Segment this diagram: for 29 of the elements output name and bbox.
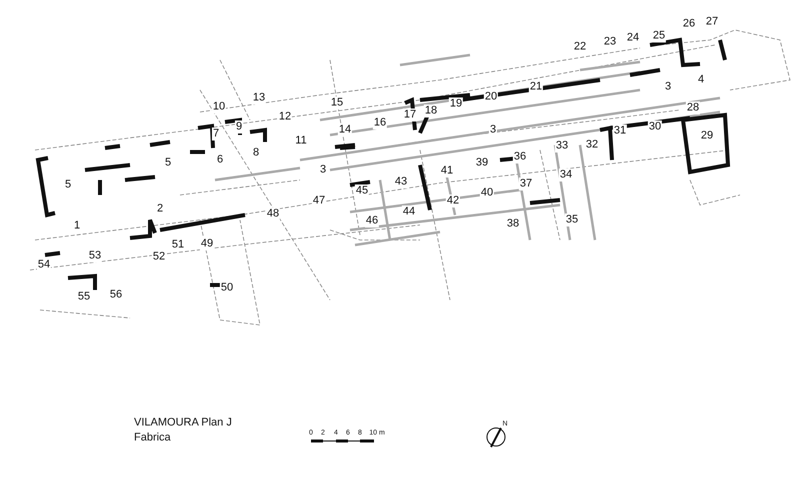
room-number: 13: [252, 92, 266, 104]
room-number: 35: [564, 214, 580, 226]
room-number: 49: [200, 238, 214, 250]
room-number: 36: [512, 150, 528, 164]
room-number: 28: [686, 102, 700, 114]
room-number: 18: [424, 104, 438, 118]
room-number: 14: [338, 124, 352, 136]
room-number: 48: [266, 208, 280, 220]
room-number: 17: [402, 108, 418, 122]
room-number: 7: [212, 128, 220, 140]
room-number: 53: [88, 250, 102, 262]
room-number: 42: [446, 194, 460, 208]
room-number: 46: [364, 214, 380, 228]
room-number: 34: [558, 168, 574, 182]
room-number: 16: [372, 116, 388, 130]
room-number: 40: [480, 186, 494, 200]
room-number: 41: [440, 164, 454, 178]
room-number: 25: [652, 30, 666, 42]
room-number: 54: [36, 258, 52, 272]
room-number: 45: [354, 184, 370, 198]
room-number: 37: [518, 178, 534, 190]
room-number: 3: [488, 124, 498, 136]
room-number: 33: [554, 140, 570, 152]
room-number: 51: [170, 238, 186, 252]
room-number: 43: [394, 176, 408, 188]
room-number: 21: [528, 80, 544, 94]
room-number: 9: [234, 120, 244, 134]
room-number: 10: [212, 100, 226, 114]
room-number: 15: [330, 96, 344, 110]
